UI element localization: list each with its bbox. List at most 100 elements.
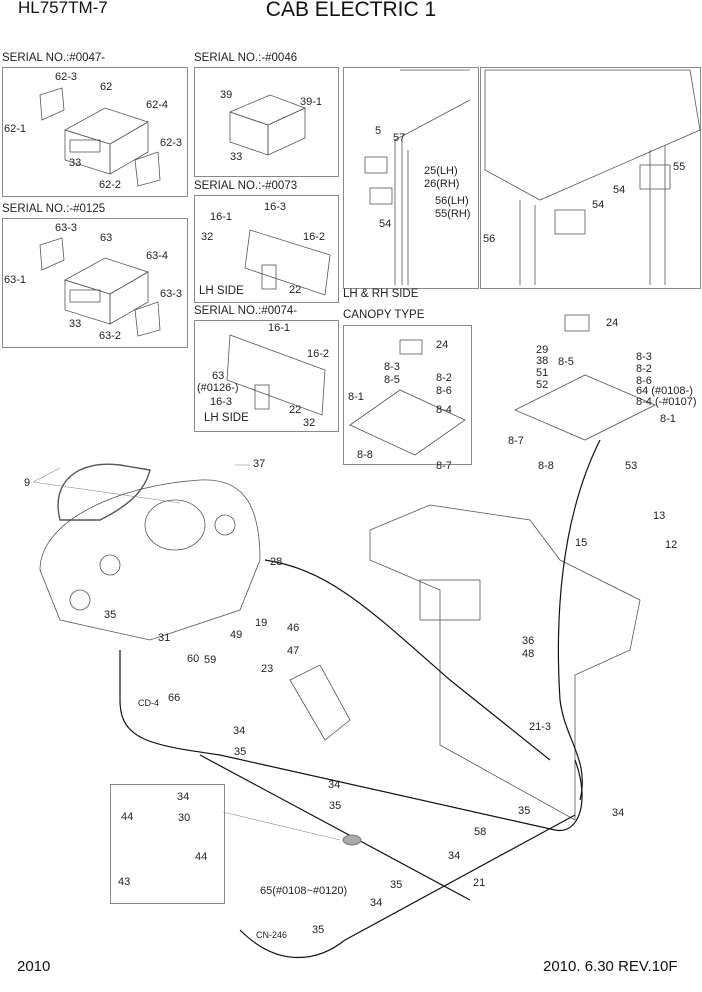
part-label: 63 <box>212 370 225 382</box>
part-label: 16-1 <box>268 322 291 334</box>
part-label: 8-7 <box>436 460 452 472</box>
part-label: 56 <box>483 233 496 245</box>
part-label: 46 <box>287 622 300 634</box>
part-label: 44 <box>195 851 208 863</box>
part-label: 56(LH) <box>435 195 469 207</box>
part-label: 39 <box>220 89 233 101</box>
part-label: 62-4 <box>146 99 169 111</box>
part-label: 33 <box>230 151 243 163</box>
part-label: 55(RH) <box>435 208 471 220</box>
part-label: 21-3 <box>529 721 552 733</box>
radio-unit-icon <box>39 87 161 187</box>
part-label: 43 <box>118 876 131 888</box>
connector-label: CN-246 <box>256 930 288 940</box>
part-label: 49 <box>230 629 243 641</box>
part-label: 60 <box>187 653 200 665</box>
serial-caption: SERIAL NO.:#0074- <box>194 305 298 317</box>
radio-unit-icon <box>228 94 307 156</box>
part-label: 9 <box>24 477 31 489</box>
part-label: 37 <box>253 458 266 470</box>
part-label: 8-6 <box>436 385 452 397</box>
part-label: 5 <box>375 125 382 137</box>
part-label: 15 <box>575 537 588 549</box>
part-label: 35 <box>312 924 325 936</box>
part-label: 33 <box>69 318 82 330</box>
part-label: 44 <box>121 811 134 823</box>
part-label: 25(LH) <box>424 165 458 177</box>
part-label: 8-2 <box>636 363 652 375</box>
part-label: 19 <box>255 617 268 629</box>
part-label: 63-4 <box>146 250 169 262</box>
part-label: 35 <box>390 879 403 891</box>
serial-caption: SERIAL NO.:-#0046 <box>194 52 298 64</box>
part-label: 31 <box>158 632 171 644</box>
part-label: 57 <box>393 132 406 144</box>
part-label: 21 <box>473 877 486 889</box>
part-label: 47 <box>287 645 300 657</box>
part-label: 65(#0108~#0120) <box>260 885 348 897</box>
part-label: 34 <box>448 850 461 862</box>
part-label: 16-3 <box>264 201 287 213</box>
part-label: 8-2 <box>436 372 452 384</box>
part-label: 62-2 <box>99 179 122 191</box>
part-label: 35 <box>329 800 342 812</box>
part-label: 34 <box>233 725 246 737</box>
part-label: 63-3 <box>55 222 78 234</box>
part-label: 8-6 <box>636 375 652 387</box>
part-label: 63 <box>100 232 113 244</box>
part-label: 48 <box>522 648 535 660</box>
part-label: 24 <box>606 317 619 329</box>
part-label: 63-3 <box>160 288 183 300</box>
part-label: 16-2 <box>307 348 330 360</box>
part-label: 36 <box>522 635 535 647</box>
panel-radio-0047 <box>2 67 188 197</box>
part-label: 62-3 <box>55 71 78 83</box>
part-label: 8-3 <box>636 351 652 363</box>
part-label: 62 <box>100 81 113 93</box>
part-label: 23 <box>261 663 274 675</box>
part-label: 62-1 <box>4 123 27 135</box>
switch-plate-icon <box>226 334 326 416</box>
panel-canopy <box>343 325 472 465</box>
switch-plate-icon <box>244 229 331 296</box>
part-label: 35 <box>518 805 531 817</box>
canopy-caption: CANOPY TYPE <box>343 309 425 321</box>
part-label: 8-3 <box>384 361 400 373</box>
part-label: 63-2 <box>99 330 122 342</box>
part-label: 34 <box>177 791 190 803</box>
part-label: 12 <box>665 539 678 551</box>
part-label: 32 <box>201 231 214 243</box>
panel-lamp-lh-rh <box>343 67 479 289</box>
side-caption: LH & RH SIDE <box>343 288 419 300</box>
part-label: 38 <box>536 355 549 367</box>
part-label: 59 <box>204 654 217 666</box>
panel-radio-0125 <box>2 218 188 348</box>
part-label: 24 <box>436 339 449 351</box>
part-label: 54 <box>592 199 605 211</box>
part-label: 8-5 <box>558 356 574 368</box>
part-label: 66 <box>168 692 181 704</box>
part-label: 34 <box>612 807 625 819</box>
serial-caption: SERIAL NO.:#0047- <box>2 52 106 64</box>
part-label: 58 <box>474 826 487 838</box>
part-label: 8-8 <box>357 449 373 461</box>
part-label: 51 <box>536 367 549 379</box>
panel-switch-0074 <box>194 320 339 432</box>
part-label: 34 <box>328 779 341 791</box>
part-label: 26(RH) <box>424 178 460 190</box>
part-label: 64 (#0108-) <box>636 385 693 397</box>
part-label: 30 <box>178 812 191 824</box>
part-label: 8-5 <box>384 374 400 386</box>
part-label: 39-1 <box>300 96 323 108</box>
model-number: HL757TM-7 <box>18 0 108 17</box>
part-label: 62-3 <box>160 137 183 149</box>
serial-caption: SERIAL NO.:-#0073 <box>194 180 298 192</box>
part-label: 33 <box>69 157 82 169</box>
part-label: 13 <box>653 510 666 522</box>
panel-harness-detail <box>110 784 225 904</box>
part-label: 8-4 (-#0107) <box>636 396 697 408</box>
part-label: 35 <box>104 609 117 621</box>
part-label: 8-7 <box>508 435 524 447</box>
footer-year: 2010 <box>17 958 51 975</box>
